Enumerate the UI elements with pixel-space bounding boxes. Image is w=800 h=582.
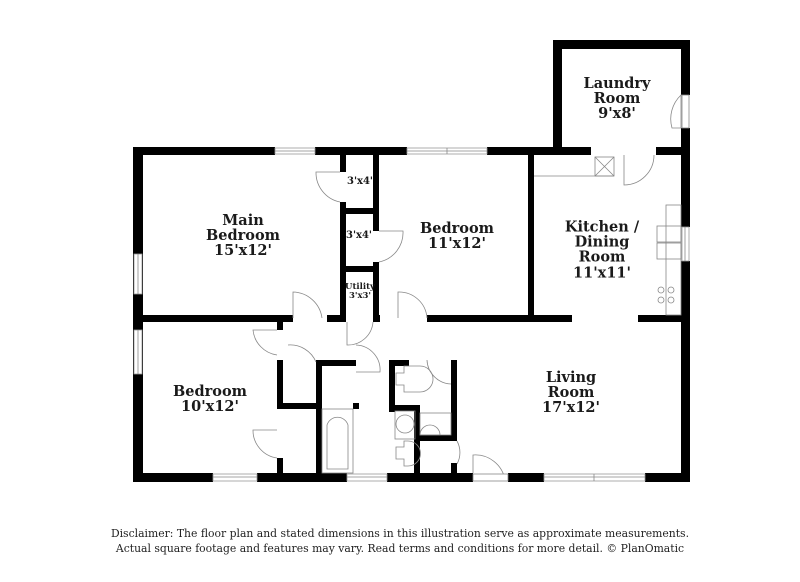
room-name: Room <box>593 90 641 108</box>
room-dimensions: 11'x12' <box>428 235 486 252</box>
room-label-closet-1: 3'x4' <box>346 175 374 188</box>
room-dimensions: 3'x4' <box>345 229 373 241</box>
disclaimer-line-2: Actual square footage and features may v… <box>115 542 685 555</box>
room-name: Main <box>222 212 264 230</box>
room-label-closet-2: 3'x4' <box>345 229 373 242</box>
room-name: Living <box>545 369 597 387</box>
disclaimer: Disclaimer: The floor plan and stated di… <box>0 526 800 556</box>
room-name: Room <box>547 384 595 402</box>
room-name: Utility <box>345 282 375 293</box>
room-name: Laundry <box>583 75 651 93</box>
room-dimensions: 15'x12' <box>214 242 272 260</box>
room-dimensions: 17'x12' <box>542 399 600 417</box>
room-name: Bedroom <box>206 227 280 245</box>
room-name: Room <box>578 249 626 266</box>
windows <box>133 147 690 482</box>
room-name: Bedroom <box>420 219 494 237</box>
doors <box>252 94 690 482</box>
disclaimer-line-1: Disclaimer: The floor plan and stated di… <box>110 527 690 540</box>
room-dimensions: 3'x4' <box>346 175 374 187</box>
room-dimensions: 3'x3' <box>348 291 372 301</box>
room-name: Kitchen / <box>564 218 640 236</box>
room-dimensions: 11'x11' <box>573 264 631 282</box>
room-dimensions: 9'x8' <box>598 105 636 123</box>
room-name: Bedroom <box>173 382 247 400</box>
room-dimensions: 10'x12' <box>181 398 239 415</box>
room-name: Dining <box>574 233 630 251</box>
walls <box>133 40 690 482</box>
fixtures <box>321 156 682 474</box>
